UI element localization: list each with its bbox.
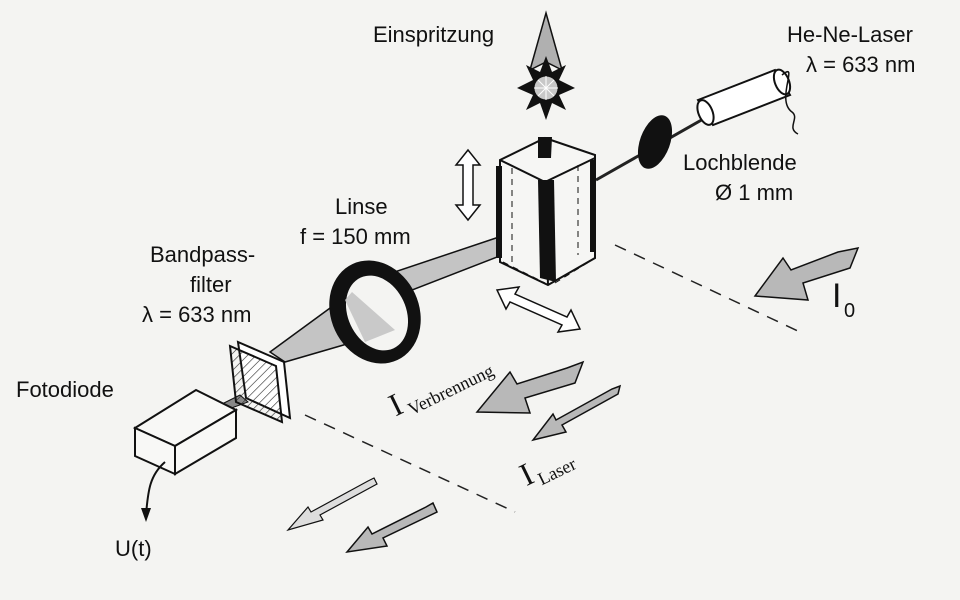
dashed-line-left: [304, 414, 516, 513]
photodiode-box: [132, 388, 239, 522]
label-filter-wavelength: λ = 633 nm: [142, 302, 251, 327]
transmitted-arrow-thin: [286, 477, 378, 532]
intensity-combustion-arrow: [475, 360, 585, 414]
label-laser-name: He-Ne-Laser: [787, 22, 913, 47]
label-i0-symbol: I: [832, 277, 841, 315]
vertical-movement-arrow: [454, 148, 482, 222]
label-i-laser-subscript: Laser: [535, 454, 580, 490]
lens-ring: [329, 260, 421, 364]
label-aperture-size: Ø 1 mm: [715, 180, 793, 205]
transmitted-arrow-grey: [345, 501, 438, 554]
aperture-disk: [637, 115, 673, 169]
injection-spray-icon: [517, 10, 575, 120]
label-photodiode: Fotodiode: [16, 377, 114, 402]
label-i-combustion-symbol: I: [383, 386, 408, 423]
label-i0-subscript: 0: [844, 300, 855, 322]
label-laser-wavelength: λ = 633 nm: [806, 52, 915, 77]
label-lens-focal: f = 150 mm: [300, 224, 411, 249]
label-filter-line2: filter: [190, 272, 232, 297]
label-signal: U(t): [115, 536, 152, 561]
label-lens-name: Linse: [335, 194, 388, 219]
horizontal-movement-arrow: [495, 286, 582, 333]
label-injection: Einspritzung: [373, 22, 494, 47]
dashed-line-right: [614, 244, 801, 333]
label-filter-line1: Bandpass-: [150, 242, 255, 267]
intensity-laser-arrow: [531, 384, 622, 442]
intensity-i0-arrow: [753, 246, 860, 301]
label-aperture-name: Lochblende: [683, 150, 797, 175]
bandpass-filter: [228, 340, 292, 424]
combustion-chamber: [496, 136, 596, 287]
laser-tube: [696, 68, 799, 135]
